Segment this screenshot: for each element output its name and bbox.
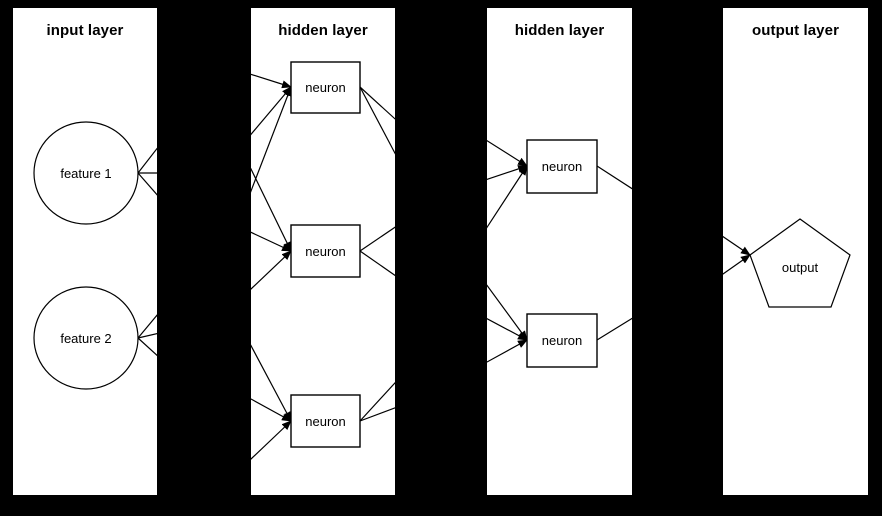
hidden1-neuron-2-label: neuron bbox=[305, 244, 345, 259]
output-node[interactable] bbox=[749, 218, 851, 308]
edges-into-hidden1-neuron-3 bbox=[251, 344, 292, 460]
edges-from-feature-1 bbox=[137, 147, 157, 196]
hidden1-neuron-1-node[interactable] bbox=[290, 61, 361, 114]
hidden1-neuron-1-label: neuron bbox=[305, 80, 345, 95]
feature-2-label: feature 2 bbox=[60, 331, 111, 346]
edges-into-output-node bbox=[723, 235, 751, 275]
hidden2-neuron-1-node[interactable] bbox=[526, 139, 598, 194]
edges-from-hidden2-neuron-1 bbox=[596, 165, 632, 190]
edges-into-hidden2-neuron-2 bbox=[487, 284, 528, 363]
hidden-layer-1-graphics: neuron neuron neuron bbox=[251, 61, 395, 460]
hidden2-neuron-2-node[interactable] bbox=[526, 313, 598, 368]
panel-hidden-layer-1: hidden layer bbox=[251, 8, 395, 495]
panel-input-layer: input layer feature 1 feature 2 bbox=[13, 8, 157, 495]
output-layer-graphics: output bbox=[723, 218, 851, 308]
edges-into-hidden1-neuron-1 bbox=[251, 73, 292, 193]
edges-from-hidden1-neuron-1 bbox=[359, 86, 395, 155]
hidden1-neuron-3-node[interactable] bbox=[290, 394, 361, 448]
panel-title-hidden-layer-2: hidden layer bbox=[514, 22, 605, 39]
hidden2-neuron-2-label: neuron bbox=[542, 333, 582, 348]
edges-into-hidden1-neuron-2 bbox=[251, 167, 292, 290]
panel-title-hidden-layer-1: hidden layer bbox=[278, 22, 368, 39]
edges-from-hidden1-neuron-3 bbox=[359, 381, 395, 422]
edges-into-hidden2-neuron-1 bbox=[487, 139, 528, 229]
hidden2-neuron-1-label: neuron bbox=[542, 159, 582, 174]
hidden1-neuron-2-node[interactable] bbox=[290, 224, 361, 278]
hidden-layer-2-graphics: neuron neuron bbox=[487, 139, 632, 368]
hidden1-neuron-3-label: neuron bbox=[305, 414, 345, 429]
edges-from-hidden1-neuron-2 bbox=[359, 226, 395, 277]
input-layer-graphics: feature 1 feature 2 bbox=[33, 121, 157, 390]
feature-1-label: feature 1 bbox=[60, 166, 111, 181]
panel-title-output-layer: output layer bbox=[751, 22, 840, 39]
panel-hidden-layer-2: hidden layer bbox=[487, 8, 632, 495]
edges-from-feature-2 bbox=[137, 314, 157, 357]
panel-output-layer: output layer output bbox=[723, 8, 868, 495]
edges-from-hidden2-neuron-2 bbox=[596, 317, 632, 341]
output-node-label: output bbox=[782, 260, 819, 275]
panel-title-input-layer: input layer bbox=[46, 22, 124, 39]
